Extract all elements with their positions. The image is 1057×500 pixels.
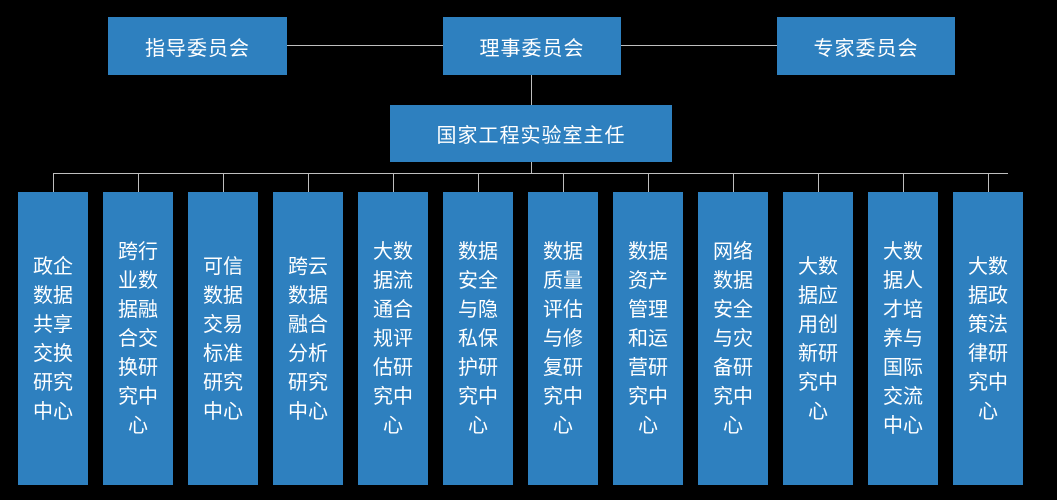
connector-drop-6	[478, 173, 479, 192]
center-label: 大数据政策法律研究中心	[968, 253, 1008, 423]
connector-drop-2	[138, 173, 139, 192]
node-research-center-1[interactable]: 政企数据共享交换研究中心	[18, 192, 88, 485]
connector-drop-5	[393, 173, 394, 192]
center-label: 大数据流通合规评估研究中心	[373, 239, 413, 437]
connector-director-bus	[531, 162, 532, 174]
center-label: 数据资产管理和运营研究中心	[628, 239, 668, 437]
connector-drop-1	[53, 173, 54, 192]
node-laboratory-director[interactable]: 国家工程实验室主任	[390, 105, 672, 162]
center-label: 数据质量评估与修复研究中心	[543, 239, 583, 437]
connector-drop-4	[308, 173, 309, 192]
node-research-center-9[interactable]: 网络数据安全与灾备研究中心	[698, 192, 768, 485]
node-research-center-3[interactable]: 可信数据交易标准研究中心	[188, 192, 258, 485]
connector-drop-3	[223, 173, 224, 192]
connector-drop-12	[988, 173, 989, 192]
center-label: 数据安全与隐私保护研究中心	[458, 239, 498, 437]
connector-drop-9	[733, 173, 734, 192]
node-research-center-7[interactable]: 数据质量评估与修复研究中心	[528, 192, 598, 485]
connector-steering-council	[287, 45, 443, 46]
node-expert-committee[interactable]: 专家委员会	[777, 17, 955, 75]
connector-drop-7	[563, 173, 564, 192]
center-label: 大数据人才培养与国际交流中心	[883, 239, 923, 437]
connector-drop-10	[818, 173, 819, 192]
node-research-center-4[interactable]: 跨云数据融合分析研究中心	[273, 192, 343, 485]
node-council-committee[interactable]: 理事委员会	[443, 17, 621, 75]
connector-drop-8	[648, 173, 649, 192]
node-research-center-2[interactable]: 跨行业数据融合交换研究中心	[103, 192, 173, 485]
connector-drop-11	[903, 173, 904, 192]
node-research-center-11[interactable]: 大数据人才培养与国际交流中心	[868, 192, 938, 485]
center-label: 网络数据安全与灾备研究中心	[713, 239, 753, 437]
node-research-center-8[interactable]: 数据资产管理和运营研究中心	[613, 192, 683, 485]
center-label: 跨行业数据融合交换研究中心	[118, 239, 158, 437]
connector-council-director	[531, 75, 532, 105]
center-label: 可信数据交易标准研究中心	[203, 253, 243, 423]
center-label: 政企数据共享交换研究中心	[33, 253, 73, 423]
center-label: 大数据应用创新研究中心	[798, 253, 838, 423]
node-research-center-10[interactable]: 大数据应用创新研究中心	[783, 192, 853, 485]
connector-council-expert	[621, 45, 777, 46]
node-research-center-5[interactable]: 大数据流通合规评估研究中心	[358, 192, 428, 485]
connector-bus	[53, 173, 1008, 174]
node-steering-committee[interactable]: 指导委员会	[108, 17, 287, 75]
node-research-center-6[interactable]: 数据安全与隐私保护研究中心	[443, 192, 513, 485]
node-research-center-12[interactable]: 大数据政策法律研究中心	[953, 192, 1023, 485]
center-label: 跨云数据融合分析研究中心	[288, 253, 328, 423]
